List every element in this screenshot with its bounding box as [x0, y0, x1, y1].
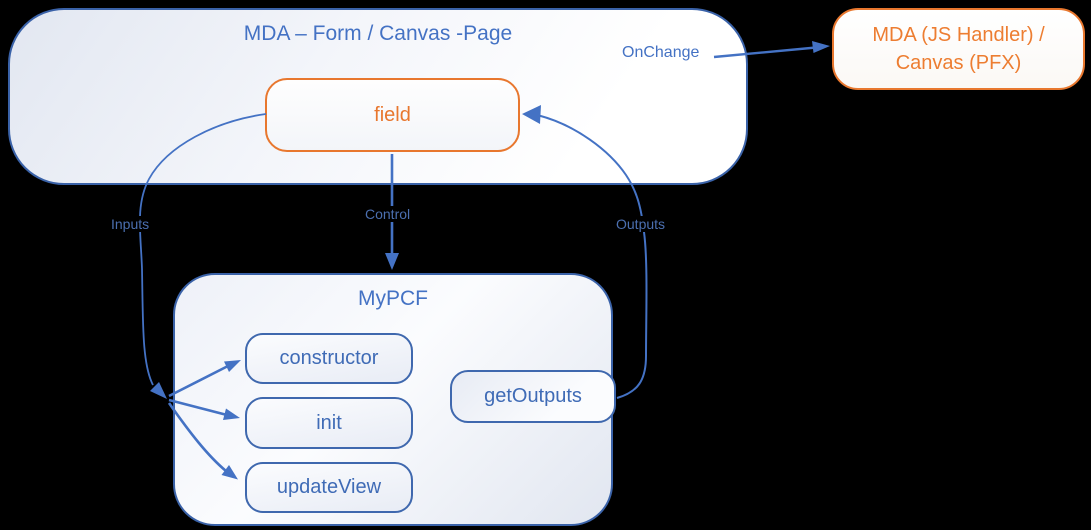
outputs-label: Outputs [613, 216, 669, 232]
mda-form-canvas-page-title: MDA – Form / Canvas -Page [243, 22, 513, 45]
handler-box-line2: Canvas (PFX) [895, 52, 1022, 74]
constructor-box: constructor [245, 333, 413, 384]
control-label: Control [362, 206, 414, 222]
field-box: field [265, 78, 520, 152]
constructor-label: constructor [279, 347, 379, 369]
init-box: init [245, 397, 413, 449]
onchange-label: OnChange [622, 44, 700, 61]
updateview-label: updateView [276, 476, 382, 498]
inputs-arrowhead [150, 382, 167, 399]
control-arrowhead [385, 253, 399, 270]
getoutputs-box: getOutputs [450, 370, 616, 423]
getoutputs-label: getOutputs [484, 385, 582, 407]
field-label: field [374, 103, 411, 126]
updateview-box: updateView [245, 462, 413, 513]
mypcf-title: MyPCF [358, 287, 428, 310]
onchange-arrowhead [812, 41, 830, 53]
handler-box-line1: MDA (JS Handler) / [872, 24, 1045, 46]
mda-form-canvas-page-box: MDA – Form / Canvas -Page [8, 8, 748, 185]
mda-js-handler-canvas-pfx-box: MDA (JS Handler) / Canvas (PFX) [832, 8, 1085, 90]
init-label: init [316, 411, 342, 434]
inputs-label: Inputs [108, 216, 153, 232]
